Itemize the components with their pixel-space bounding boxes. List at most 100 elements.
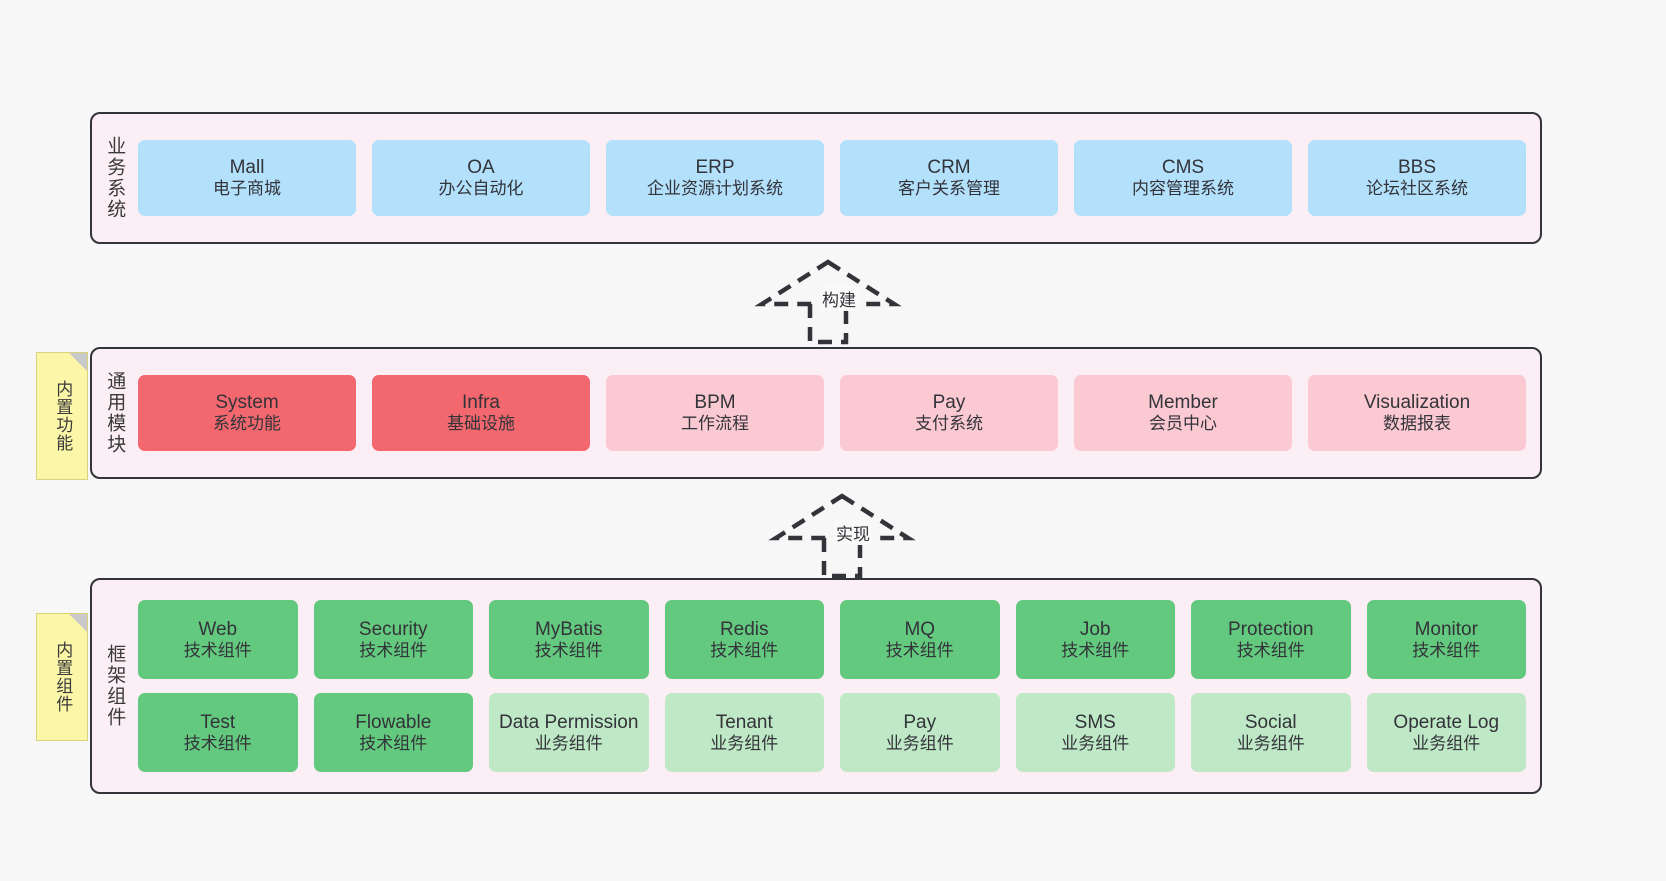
- module-subtitle: 办公自动化: [438, 179, 524, 199]
- sticky-note-builtin-features: 内置功能: [36, 352, 88, 480]
- module-box-system[interactable]: System 系统功能: [138, 375, 356, 451]
- component-box-flowable[interactable]: Flowable 技术组件: [313, 693, 473, 772]
- module-title: ERP: [695, 157, 735, 179]
- component-subtitle: 技术组件: [710, 640, 779, 660]
- connector-build-arrow: 构建: [754, 258, 902, 345]
- module-subtitle: 企业资源计划系统: [647, 179, 783, 199]
- component-title: MyBatis: [534, 618, 603, 640]
- module-title: Pay: [932, 392, 966, 414]
- component-box-redis[interactable]: Redis 技术组件: [664, 600, 824, 679]
- component-title: Redis: [719, 618, 769, 640]
- component-box-test[interactable]: Test 技术组件: [138, 693, 298, 772]
- component-subtitle: 技术组件: [183, 640, 252, 660]
- component-title: Social: [1244, 711, 1297, 733]
- module-title: OA: [467, 157, 495, 179]
- module-title: BBS: [1397, 157, 1437, 179]
- component-box-mq[interactable]: MQ 技术组件: [840, 600, 1000, 679]
- module-subtitle: 系统功能: [213, 414, 281, 434]
- component-box-data-permission[interactable]: Data Permission 业务组件: [489, 693, 649, 772]
- component-subtitle: 业务组件: [710, 733, 779, 753]
- folded-corner-icon: [69, 353, 87, 371]
- module-box-pay[interactable]: Pay 支付系统: [840, 375, 1058, 451]
- connector-implement-arrow: 实现: [768, 492, 916, 579]
- module-subtitle: 内容管理系统: [1132, 179, 1234, 199]
- sticky-note-builtin-components: 内置组件: [36, 613, 88, 741]
- module-subtitle: 支付系统: [915, 414, 983, 434]
- component-box-security[interactable]: Security 技术组件: [313, 600, 473, 679]
- module-box-oa[interactable]: OA 办公自动化: [372, 140, 590, 216]
- component-subtitle: 技术组件: [1412, 640, 1481, 660]
- component-box-web[interactable]: Web 技术组件: [138, 600, 298, 679]
- layer-body-framework: Web 技术组件 Security 技术组件 MyBatis 技术组件 Redi…: [136, 580, 1540, 792]
- component-box-pay[interactable]: Pay 业务组件: [840, 693, 1000, 772]
- component-title: Operate Log: [1393, 711, 1500, 733]
- box-row: Test 技术组件 Flowable 技术组件 Data Permission …: [138, 693, 1526, 772]
- component-title: Flowable: [355, 711, 432, 733]
- module-subtitle: 工作流程: [681, 414, 749, 434]
- module-box-mall[interactable]: Mall 电子商城: [138, 140, 356, 216]
- module-title: Visualization: [1363, 392, 1471, 414]
- component-subtitle: 技术组件: [534, 640, 603, 660]
- layer-business-systems: 业务系统 Mall 电子商城 OA 办公自动化 ERP 企业资源计划系统 CRM…: [90, 112, 1542, 244]
- layer-body-business: Mall 电子商城 OA 办公自动化 ERP 企业资源计划系统 CRM 客户关系…: [136, 114, 1540, 242]
- component-subtitle: 技术组件: [359, 640, 428, 660]
- component-box-job[interactable]: Job 技术组件: [1015, 600, 1175, 679]
- module-box-crm[interactable]: CRM 客户关系管理: [840, 140, 1058, 216]
- module-title: Member: [1148, 392, 1218, 414]
- box-row: Mall 电子商城 OA 办公自动化 ERP 企业资源计划系统 CRM 客户关系…: [138, 140, 1526, 216]
- component-subtitle: 业务组件: [534, 733, 603, 753]
- component-title: Job: [1079, 618, 1111, 640]
- component-title: Tenant: [715, 711, 773, 733]
- component-subtitle: 技术组件: [183, 733, 252, 753]
- component-subtitle: 业务组件: [885, 733, 954, 753]
- module-title: CMS: [1161, 157, 1205, 179]
- component-title: Security: [358, 618, 428, 640]
- component-title: Monitor: [1414, 618, 1478, 640]
- folded-corner-icon: [69, 614, 87, 632]
- module-subtitle: 数据报表: [1383, 414, 1451, 434]
- component-title: Pay: [903, 711, 937, 733]
- module-box-member[interactable]: Member 会员中心: [1074, 375, 1292, 451]
- module-title: Infra: [461, 392, 501, 414]
- module-subtitle: 电子商城: [213, 179, 281, 199]
- module-title: Mall: [229, 157, 265, 179]
- component-box-operate-log[interactable]: Operate Log 业务组件: [1366, 693, 1526, 772]
- layer-common-modules: 通用模块 System 系统功能 Infra 基础设施 BPM 工作流程 Pay…: [90, 347, 1542, 479]
- component-subtitle: 技术组件: [1061, 640, 1130, 660]
- module-box-infra[interactable]: Infra 基础设施: [372, 375, 590, 451]
- component-box-tenant[interactable]: Tenant 业务组件: [664, 693, 824, 772]
- connector-label-implement: 实现: [834, 520, 872, 545]
- module-title: CRM: [927, 157, 971, 179]
- component-subtitle: 技术组件: [1236, 640, 1305, 660]
- layer-label-common: 通用模块: [104, 371, 126, 455]
- module-box-erp[interactable]: ERP 企业资源计划系统: [606, 140, 824, 216]
- component-title: Protection: [1227, 618, 1314, 640]
- module-box-cms[interactable]: CMS 内容管理系统: [1074, 140, 1292, 216]
- module-subtitle: 客户关系管理: [898, 179, 1000, 199]
- module-box-bbs[interactable]: BBS 论坛社区系统: [1308, 140, 1526, 216]
- component-title: SMS: [1074, 711, 1116, 733]
- sticky-label: 内置组件: [53, 641, 73, 713]
- component-box-monitor[interactable]: Monitor 技术组件: [1366, 600, 1526, 679]
- component-title: Data Permission: [499, 711, 639, 733]
- component-subtitle: 业务组件: [1412, 733, 1481, 753]
- module-box-bpm[interactable]: BPM 工作流程: [606, 375, 824, 451]
- module-title: System: [215, 392, 279, 414]
- component-box-sms[interactable]: SMS 业务组件: [1015, 693, 1175, 772]
- module-title: BPM: [694, 392, 736, 414]
- module-box-visualization[interactable]: Visualization 数据报表: [1308, 375, 1526, 451]
- component-subtitle: 技术组件: [885, 640, 954, 660]
- layer-body-common: System 系统功能 Infra 基础设施 BPM 工作流程 Pay 支付系统…: [136, 349, 1540, 477]
- component-subtitle: 业务组件: [1236, 733, 1305, 753]
- module-subtitle: 会员中心: [1149, 414, 1217, 434]
- layer-framework-components: 框架组件 Web 技术组件 Security 技术组件 MyBatis 技术组件…: [90, 578, 1542, 794]
- sticky-label: 内置功能: [53, 380, 73, 452]
- component-box-social[interactable]: Social 业务组件: [1191, 693, 1351, 772]
- box-row: Web 技术组件 Security 技术组件 MyBatis 技术组件 Redi…: [138, 600, 1526, 679]
- component-box-protection[interactable]: Protection 技术组件: [1191, 600, 1351, 679]
- box-row: System 系统功能 Infra 基础设施 BPM 工作流程 Pay 支付系统…: [138, 375, 1526, 451]
- connector-label-build: 构建: [820, 286, 858, 311]
- component-subtitle: 技术组件: [359, 733, 428, 753]
- component-box-mybatis[interactable]: MyBatis 技术组件: [489, 600, 649, 679]
